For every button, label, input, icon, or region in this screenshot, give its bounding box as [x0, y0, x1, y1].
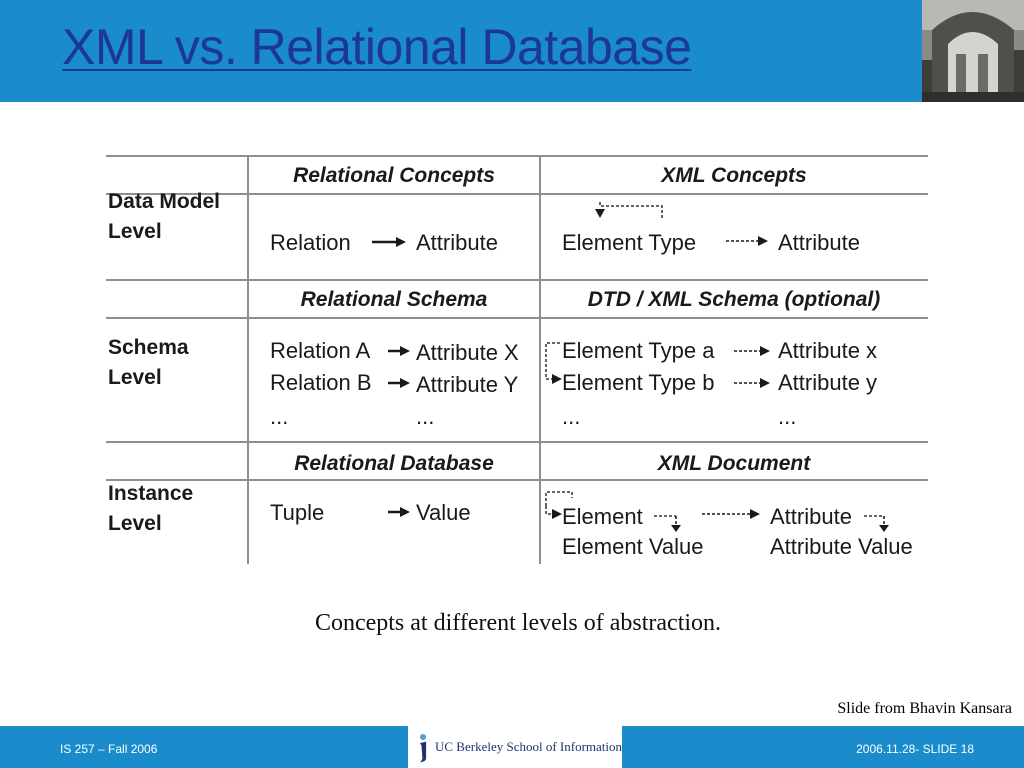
- cell-value: Value: [416, 500, 471, 525]
- cell-relation-1: Relation B: [270, 370, 372, 395]
- cell-attribute-0: Attribute X: [416, 340, 519, 365]
- level-label-2-1: Level: [108, 512, 162, 535]
- cell-relation-0: Relation A: [270, 338, 371, 363]
- cell-attribute-inst: Attribute: [770, 504, 852, 529]
- cell-xml-attribute: Attribute: [778, 230, 860, 255]
- cell-attribute-1: Attribute Y: [416, 372, 519, 397]
- cell-relation: Relation: [270, 230, 351, 255]
- cell-attribute-value: Attribute Value: [770, 534, 913, 559]
- level-label-0-0: Data Model: [108, 190, 220, 213]
- header-bar: [0, 0, 1024, 102]
- arrow-schema-xml-0: [734, 346, 770, 356]
- instance-nesting-bracket: [545, 491, 573, 506]
- slide-credit: Slide from Bhavin Kansara: [837, 700, 1012, 717]
- self-loop-element-type: [599, 202, 663, 220]
- arrow-tuple-value: [388, 507, 410, 517]
- header-relational-0: Relational Concepts: [293, 164, 495, 187]
- cell-element: Element: [562, 504, 643, 529]
- cell-element-type-0: Element Type a: [562, 338, 715, 363]
- figure-caption: Concepts at different levels of abstract…: [314, 610, 722, 636]
- footer-logo: UC Berkeley School of Information: [408, 726, 622, 768]
- footer-course: IS 257 – Fall 2006: [60, 742, 158, 756]
- arrow-schema-xml-1: [734, 378, 770, 388]
- instance-bracket-tail: [545, 506, 552, 515]
- arrow-relation-attribute: [372, 237, 406, 247]
- arrow-element-attribute: [726, 236, 768, 246]
- arrow-schema-rel-0: [388, 346, 410, 356]
- cell-xml-attr-2: ...: [778, 404, 796, 429]
- cell-xml-attr-1: Attribute y: [778, 370, 877, 395]
- header-xml-2: XML Document: [657, 452, 811, 475]
- header-relational-2: Relational Database: [294, 452, 494, 475]
- cell-xml-attr-0: Attribute x: [778, 338, 877, 363]
- cell-element-value: Element Value: [562, 534, 703, 559]
- cell-element-type-1: Element Type b: [562, 370, 714, 395]
- comparison-table-diagram: Data ModelLevelSchemaLevelInstanceLevelR…: [106, 155, 928, 564]
- level-label-2-0: Instance: [108, 482, 193, 505]
- arrow-schema-rel-1: [388, 378, 410, 388]
- level-label-0-1: Level: [108, 220, 162, 243]
- header-xml-1: DTD / XML Schema (optional): [588, 288, 880, 311]
- cell-relation-2: ...: [270, 404, 288, 429]
- instance-bracket-arrowhead: [552, 509, 562, 519]
- cell-tuple: Tuple: [270, 500, 324, 525]
- level-label-1-0: Schema: [108, 336, 189, 359]
- schema-nesting-bracket: [545, 342, 560, 380]
- arrow-attribute-value: [879, 516, 889, 532]
- level-label-1-1: Level: [108, 366, 162, 389]
- cell-attribute-2: ...: [416, 404, 434, 429]
- campus-building-photo: [922, 0, 1024, 102]
- schema-bracket-arrowhead: [552, 374, 562, 384]
- cell-element-type: Element Type: [562, 230, 696, 255]
- slide-title[interactable]: XML vs. Relational Database: [62, 19, 692, 75]
- header-relational-1: Relational Schema: [301, 288, 488, 311]
- footer-slide-number: 2006.11.28- SLIDE 18: [856, 742, 974, 756]
- cell-relation-attribute: Attribute: [416, 230, 498, 255]
- header-xml-0: XML Concepts: [660, 164, 806, 187]
- ischool-logo-icon: [419, 733, 427, 763]
- arrow-element-value: [671, 516, 681, 532]
- arrow-element-attribute-inst: [702, 509, 760, 519]
- cell-element-type-2: ...: [562, 404, 580, 429]
- self-loop-arrowhead: [595, 209, 605, 218]
- logo-text: UC Berkeley School of Information: [434, 739, 622, 754]
